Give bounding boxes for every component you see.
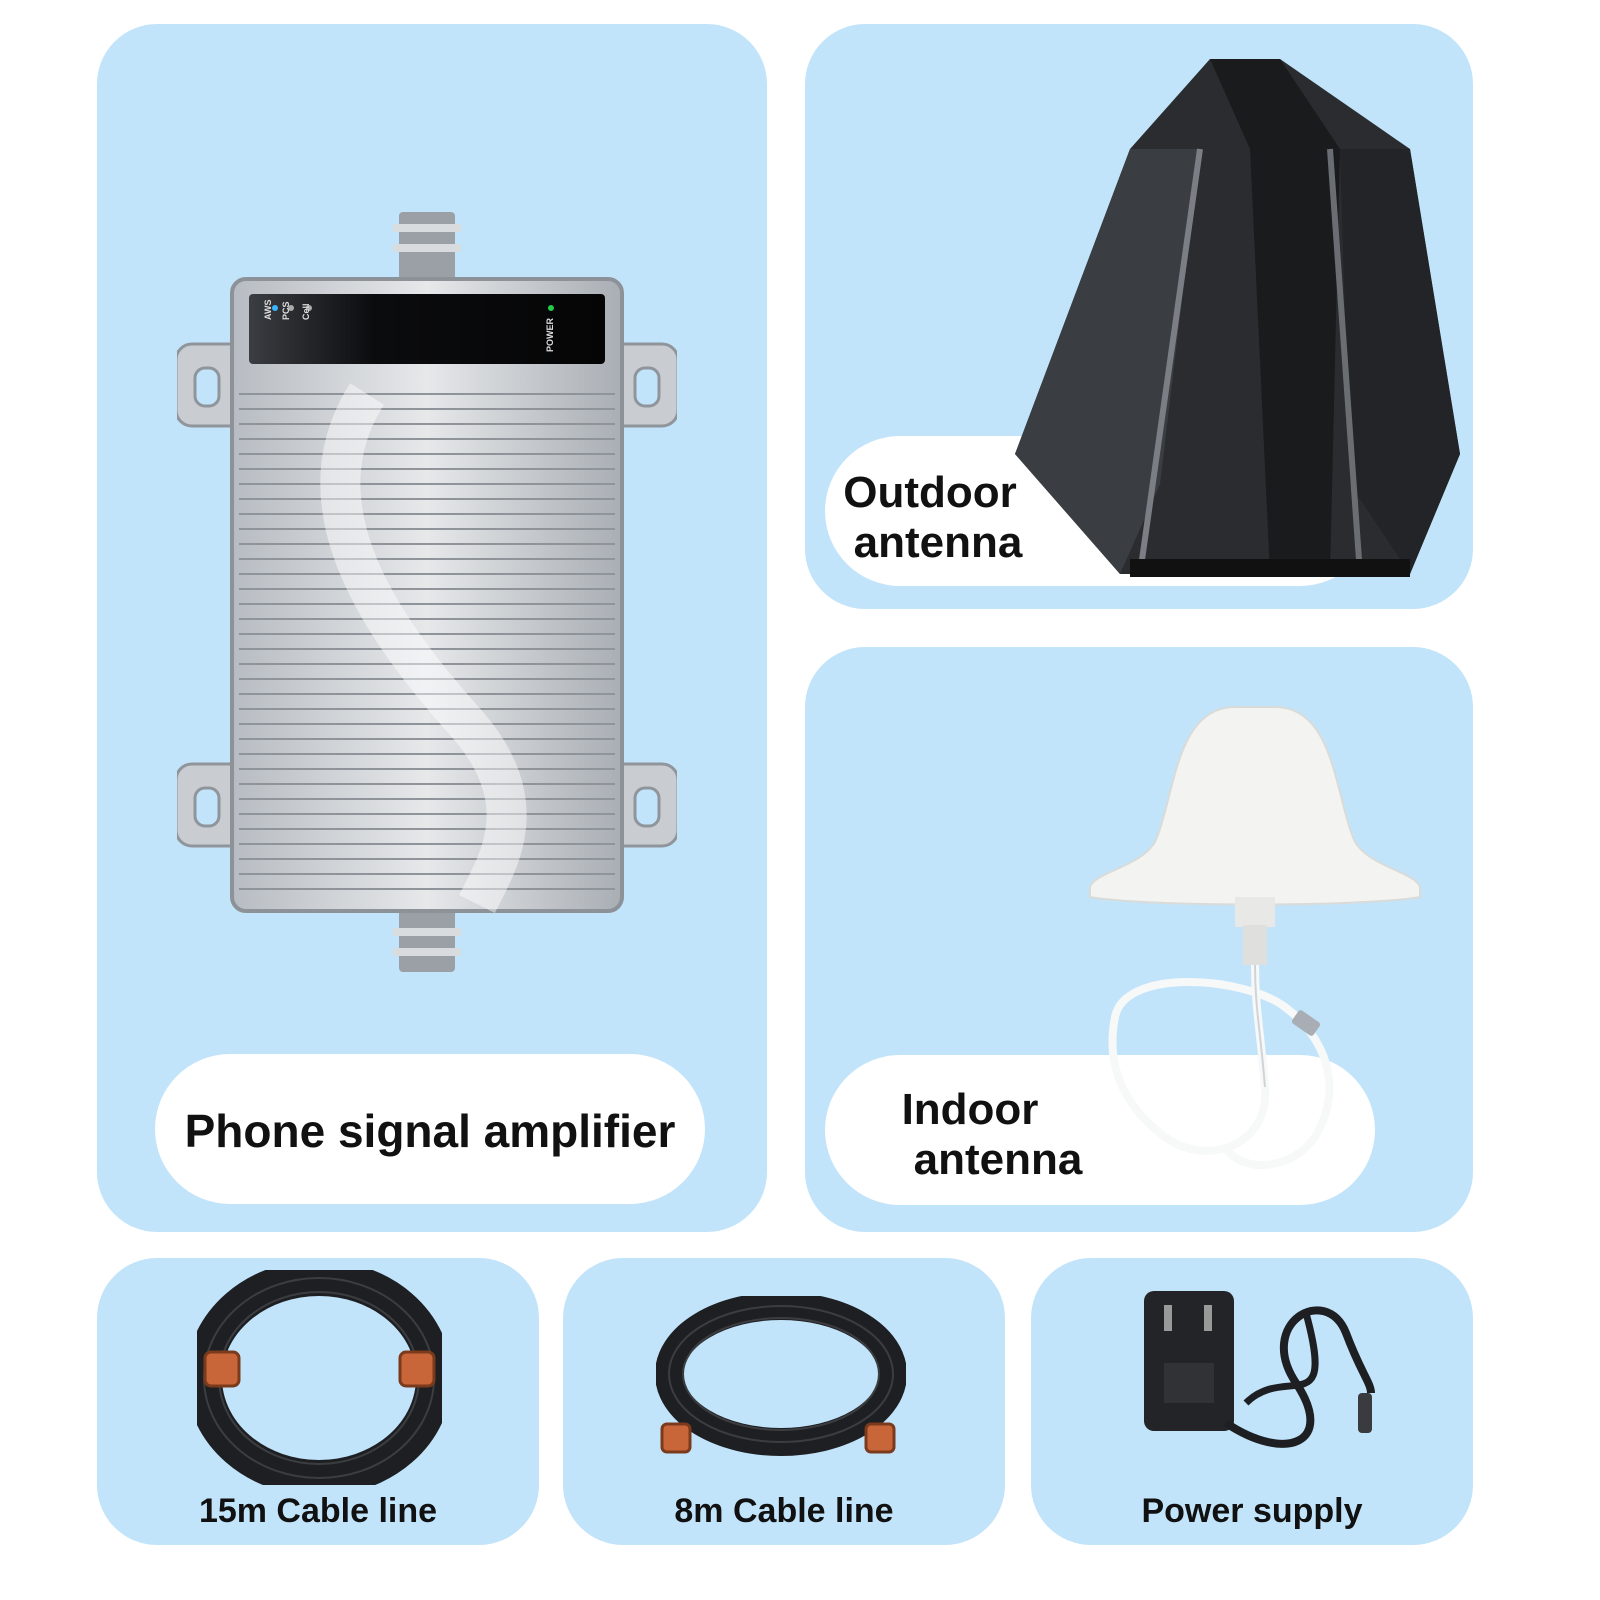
indoor-antenna-label-line2: antenna — [913, 1135, 1083, 1184]
amplifier-label: Phone signal amplifier — [184, 1105, 676, 1157]
outdoor-antenna-icon — [1010, 54, 1460, 584]
indoor-antenna-label-line1: Indoor — [901, 1085, 1039, 1134]
power-supply-label: Power supply — [1141, 1492, 1363, 1530]
amplifier-card: AWS PCS Cell POWER Phone signal amplifie… — [97, 24, 767, 1232]
power-supply-card: Power supply — [1031, 1258, 1473, 1545]
indoor-antenna-label-pill: Indoor antenna — [825, 1055, 1375, 1205]
cable-8m-label: 8m Cable line — [674, 1492, 894, 1530]
indoor-antenna-card: Indoor antenna — [805, 647, 1473, 1232]
cable-coil-icon — [197, 1270, 442, 1485]
outdoor-antenna-card: Outdoor antenna — [805, 24, 1473, 609]
amplifier-icon — [177, 204, 677, 974]
cable-8m-card: 8m Cable line — [563, 1258, 1005, 1545]
panel-label-power: POWER — [545, 317, 555, 352]
amplifier-label-pill: Phone signal amplifier — [155, 1054, 705, 1204]
outdoor-antenna-label-line2: antenna — [853, 518, 1023, 567]
panel-label-aws: AWS — [263, 299, 273, 320]
panel-label-cell: Cell — [301, 303, 311, 320]
panel-label-pcs: PCS — [281, 301, 291, 320]
cable-coil-icon — [656, 1296, 906, 1471]
indoor-antenna-icon — [1085, 667, 1425, 1207]
power-adapter-icon — [1136, 1273, 1376, 1473]
outdoor-antenna-label-line1: Outdoor — [843, 468, 1017, 517]
cable-15m-card: 15m Cable line — [97, 1258, 539, 1545]
cable-15m-label: 15m Cable line — [198, 1492, 438, 1530]
